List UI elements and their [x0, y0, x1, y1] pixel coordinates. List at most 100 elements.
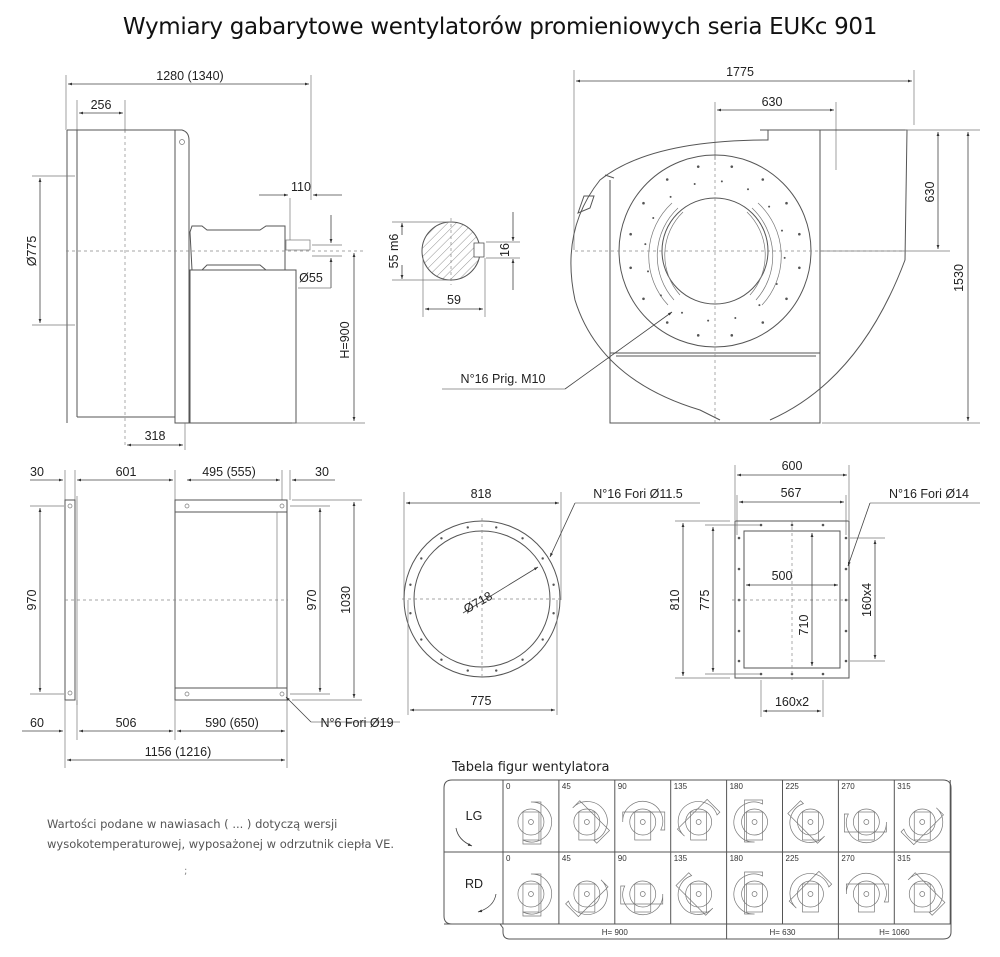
bolt-hole [644, 243, 647, 246]
bolt-hole [693, 183, 696, 186]
bolt-hole [785, 297, 788, 301]
shaft-diameter-label: Ø55 [299, 271, 323, 285]
bolt-hole [798, 266, 801, 270]
angle-label: 90 [618, 782, 627, 791]
base-bottom-dim-1: 60 [30, 716, 44, 730]
footnote-line-1: Wartości podane w nawiasach ( ... ) doty… [47, 817, 338, 831]
outlet-flange: 600 567 500 710 810 775 160x4 160x2 N°16… [668, 459, 980, 717]
shaft-length-label: 110 [291, 180, 311, 194]
shaft-section: 55 m6 16 59 [387, 212, 520, 317]
shaft-height-label: H=900 [338, 321, 352, 358]
footnote-mark: ; [184, 866, 188, 877]
overall-height-label: 1530 [952, 264, 966, 292]
bolt-hole [720, 180, 723, 183]
bolt-hole [466, 669, 469, 672]
angle-label: 315 [897, 854, 911, 863]
height-group-label: H= 1060 [879, 928, 910, 937]
bolt-hole [440, 658, 443, 661]
height-group-label: H= 630 [769, 928, 796, 937]
bolt-hole [659, 294, 662, 297]
bolt-hole [642, 297, 645, 301]
shaft-diameter-tolerance-label: 55 m6 [387, 234, 401, 269]
bolt-hole [629, 266, 632, 270]
angle-label: 180 [730, 782, 744, 791]
fan-figure-RD-135: 135 [674, 854, 714, 916]
bolt-hole [844, 567, 848, 571]
base-right-inner-height-label: 970 [305, 590, 319, 611]
bolt-hole [669, 195, 672, 198]
bolt-hole [785, 201, 788, 205]
base-left-height-label: 970 [25, 590, 39, 611]
base-view: 30 601 495 (555) 30 970 970 1030 [22, 465, 400, 768]
bolt-hole [707, 319, 710, 322]
inlet-bolt-circle-label: Ø718 [461, 589, 495, 616]
bolt-hole [780, 229, 783, 232]
base-top-dim-3: 495 (555) [202, 465, 256, 479]
key-depth-label: 59 [447, 293, 461, 307]
angle-label: 0 [506, 854, 511, 863]
angle-label: 270 [841, 782, 855, 791]
front-view: 1775 630 630 1530 N°16 Prig. M10 [442, 65, 980, 424]
bolt-hole [761, 178, 765, 181]
angle-label: 180 [730, 854, 744, 863]
bolt-hole [409, 583, 412, 586]
bolt-hole [652, 217, 655, 220]
outlet-outer-height-label: 810 [668, 590, 682, 611]
fan-figure-LG-45: 45 [562, 782, 610, 844]
fan-figure-RD-45: 45 [562, 854, 609, 918]
angle-label: 225 [786, 782, 800, 791]
angle-label: 45 [562, 782, 571, 791]
angle-label: 225 [786, 854, 800, 863]
bolt-hole [775, 282, 778, 285]
front-callout: N°16 Prig. M10 [461, 372, 546, 386]
bolt-hole [790, 523, 794, 527]
base-top-dim-4: 30 [315, 465, 329, 479]
base-right-outer-height-label: 1030 [339, 586, 353, 614]
base-total-length-label: 1156 (1216) [145, 745, 212, 759]
row-label-rd: RD [465, 877, 483, 891]
bolt-hole [783, 256, 786, 259]
bolt-hole [647, 270, 650, 273]
outlet-inner-width-label: 500 [772, 569, 793, 583]
bolt-hole [440, 537, 443, 540]
bolt-hole [737, 567, 741, 571]
angle-label: 135 [674, 854, 688, 863]
fan-figure-RD-315: 315 [897, 854, 946, 916]
bolt-hole [495, 669, 498, 672]
bolt-hole [737, 536, 741, 540]
outlet-offset-label: 630 [762, 95, 783, 109]
base-top-dim-2: 601 [116, 465, 137, 479]
bolt-hole [746, 188, 749, 191]
height-group-label: H= 900 [602, 928, 629, 937]
fan-figure-RD-180: 180 [730, 854, 768, 915]
key-width-label: 16 [498, 243, 512, 257]
fan-figure-LG-315: 315 [897, 782, 944, 846]
bolt-hole [844, 536, 848, 540]
bolt-hole [420, 557, 423, 560]
fan-figure-LG-90: 90 [618, 782, 666, 841]
bolt-hole [821, 672, 825, 676]
bolt-hole [761, 321, 765, 324]
bolt-hole [466, 526, 469, 529]
bolt-hole [758, 304, 761, 307]
bolt-hole [768, 205, 771, 208]
bolt-hole [821, 523, 825, 527]
bolt-hole [734, 316, 737, 319]
bolt-hole [737, 629, 741, 633]
bolt-hole [730, 165, 734, 168]
outlet-bolt-pitch-v-label: 160x4 [860, 583, 874, 617]
bolt-hole [541, 557, 544, 560]
outlet-bolt-width-label: 567 [781, 486, 802, 500]
bolt-hole [552, 583, 555, 586]
base-callout: N°6 Fori Ø19 [320, 716, 393, 730]
inlet-bolt-holes [409, 526, 555, 672]
base-top-dim-1: 30 [30, 465, 44, 479]
side-view: 1280 (1340) 256 Ø775 110 Ø [25, 69, 365, 450]
outlet-height-label: 630 [923, 182, 937, 203]
bolt-hole [730, 334, 734, 337]
bolt-hole [696, 334, 700, 337]
base-offset-label: 318 [145, 429, 166, 443]
bolt-hole [541, 638, 544, 641]
fan-figure-LG-135: 135 [674, 782, 721, 841]
